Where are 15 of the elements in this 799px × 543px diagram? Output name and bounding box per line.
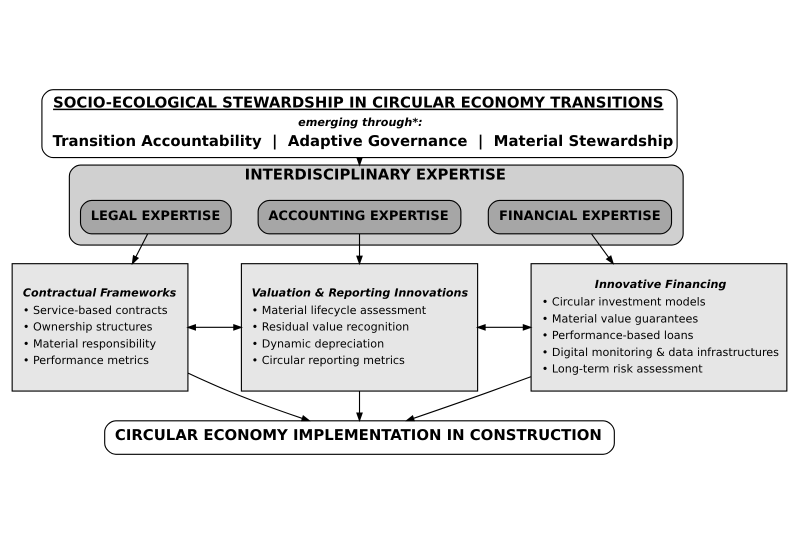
arrow bbox=[476, 323, 532, 330]
arrow bbox=[356, 390, 363, 422]
arrow bbox=[186, 323, 243, 330]
node-box: CIRCULAR ECONOMY IMPLEMENTATION IN CONSTRUCTION bbox=[104, 420, 615, 454]
node-box: FINANCIAL EXPERTISE bbox=[488, 199, 672, 234]
node-box: Valuation & Reporting Innovations • Material lifecycle assessment • Residual value recognition • Dynamic depreciation • Circular reporting metrics bbox=[240, 262, 478, 392]
node-box: LEGAL EXPERTISE bbox=[80, 199, 232, 234]
arrow bbox=[404, 376, 531, 421]
arrow bbox=[591, 233, 614, 264]
arrow bbox=[188, 372, 312, 421]
arrow bbox=[356, 234, 363, 265]
node-box: Contractual Frameworks • Service-based contracts • Ownership structures • Material responsibility • Performance metrics bbox=[12, 262, 188, 392]
arrow bbox=[132, 233, 148, 265]
node-box: ACCOUNTING EXPERTISE bbox=[258, 199, 462, 234]
node-box: Innovative Financing • Circular investment models • Material value guarantees • Performance-based loans • Digital monitoring & data infrastructures • Long-term risk assessment bbox=[530, 262, 788, 392]
